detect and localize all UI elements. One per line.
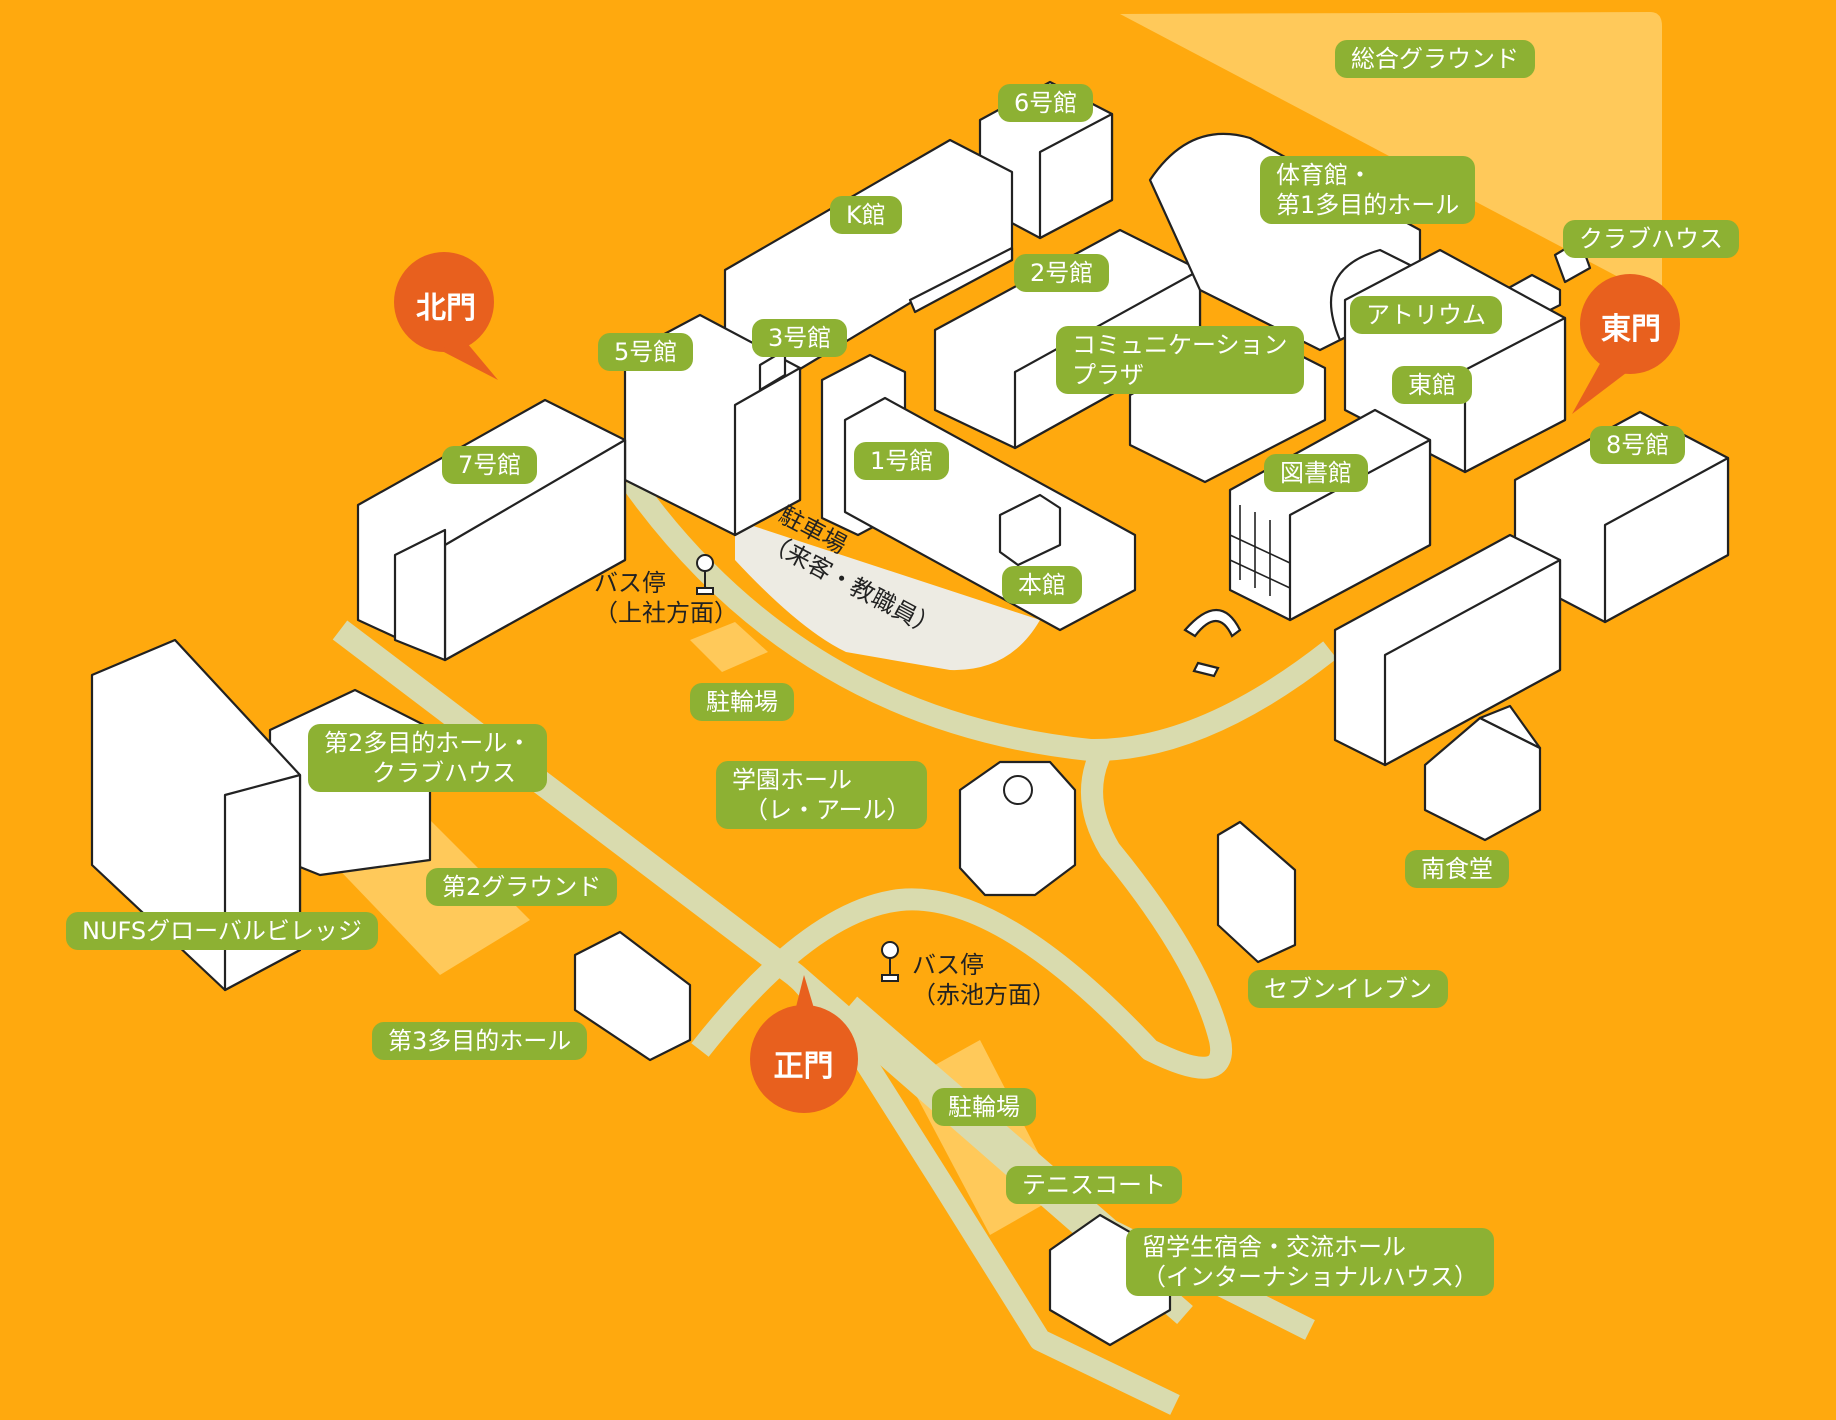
label-main-ground: 総合グラウンド bbox=[1335, 40, 1535, 78]
main-gate: 正門 bbox=[746, 975, 861, 1115]
building-7 bbox=[356, 398, 627, 662]
east-gate-label: 東門 bbox=[1601, 312, 1661, 347]
label-k-building: K館 bbox=[830, 196, 902, 234]
gate-marker-east bbox=[1572, 274, 1680, 414]
gate-marker-north bbox=[394, 252, 498, 380]
bus-stop-south-icon bbox=[881, 941, 899, 982]
north-gate-label: 北門 bbox=[416, 291, 476, 326]
road-north-curve bbox=[621, 473, 1337, 762]
hall-3-building bbox=[573, 930, 692, 1062]
label-building-7: 7号館 bbox=[442, 446, 538, 484]
turnaround-arrow-icon bbox=[1183, 608, 1242, 678]
label-south-cafeteria: 南食堂 bbox=[1405, 850, 1509, 888]
bus-stop-south-annotation: バス停 （赤池方面） bbox=[912, 951, 1056, 1009]
parking-area bbox=[735, 520, 1040, 671]
label-seven-eleven: セブンイレブン bbox=[1248, 970, 1448, 1008]
gate-marker-main bbox=[750, 975, 858, 1113]
label-hall-2-clubhouse: 第2多目的ホール・ クラブハウス bbox=[308, 724, 548, 792]
label-honkan: 本館 bbox=[1002, 566, 1082, 604]
label-building-1: 1号館 bbox=[854, 442, 950, 480]
label-international-house: 留学生宿舎・交流ホール （インターナショナルハウス） bbox=[1126, 1228, 1494, 1296]
seven-eleven-building bbox=[1216, 820, 1297, 964]
south-cafeteria-building bbox=[1423, 704, 1542, 842]
label-bicycle-parking-south: 駐輪場 bbox=[932, 1088, 1036, 1126]
bicycle-parking-north-area bbox=[690, 622, 768, 672]
building-east-annex bbox=[1333, 533, 1562, 767]
building-8 bbox=[1513, 410, 1730, 624]
label-gakuen-hall: 学園ホール （レ・アール） bbox=[716, 761, 927, 829]
road-loop bbox=[691, 750, 1233, 1079]
gakuen-hall-building bbox=[958, 760, 1077, 897]
north-gate: 北門 bbox=[390, 252, 502, 382]
label-building-8: 8号館 bbox=[1590, 426, 1686, 464]
label-building-6: 6号館 bbox=[998, 84, 1094, 122]
label-communication-plaza: コミュニケーション プラザ bbox=[1056, 326, 1304, 394]
main-gate-label: 正門 bbox=[773, 1049, 834, 1084]
label-building-5: 5号館 bbox=[598, 333, 694, 371]
label-ground-2: 第2グラウンド bbox=[426, 868, 618, 906]
label-hall-3: 第3多目的ホール bbox=[372, 1022, 588, 1060]
label-gymnasium: 体育館・ 第1多目的ホール bbox=[1260, 156, 1476, 224]
bus-stop-north-icon bbox=[696, 554, 714, 595]
label-clubhouse: クラブハウス bbox=[1563, 220, 1739, 258]
label-tennis-court: テニスコート bbox=[1006, 1166, 1182, 1204]
label-building-3: 3号館 bbox=[752, 319, 848, 357]
label-atrium: アトリウム bbox=[1350, 296, 1502, 334]
label-global-village: NUFSグローバルビレッジ bbox=[66, 912, 378, 950]
label-library: 図書館 bbox=[1264, 454, 1368, 492]
label-east-building: 東館 bbox=[1392, 366, 1472, 404]
label-building-2: 2号館 bbox=[1014, 254, 1110, 292]
east-gate: 東門 bbox=[1572, 272, 1682, 422]
label-bicycle-parking-north: 駐輪場 bbox=[690, 683, 794, 721]
bus-stop-north-annotation: バス停 （上社方面） bbox=[594, 569, 738, 627]
